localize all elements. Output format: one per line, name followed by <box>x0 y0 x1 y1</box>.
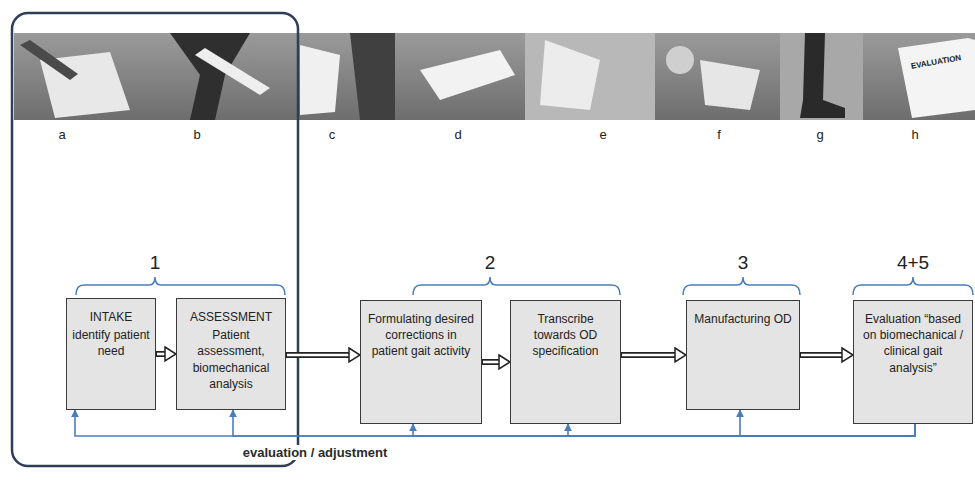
photo-detail <box>420 50 515 100</box>
photo <box>153 33 282 120</box>
photo-detail <box>350 33 395 120</box>
photo <box>282 33 402 120</box>
photo-detail <box>300 45 340 115</box>
flow-arrow <box>621 348 686 362</box>
edge-label: evaluation / adjustment <box>240 445 390 460</box>
arrow-shaft-inner <box>287 354 353 357</box>
arrowhead <box>165 347 176 361</box>
process-box: Evaluation “based on biomechanical / cli… <box>853 300 973 424</box>
step-number: 2 <box>485 252 496 274</box>
bracket <box>413 277 620 295</box>
photo <box>525 33 655 120</box>
photo <box>14 33 153 120</box>
photo-detail <box>898 38 975 118</box>
bracket <box>853 277 973 295</box>
feedback-line <box>568 424 915 436</box>
arrowhead <box>499 355 510 369</box>
box-text: Patient assessment, biomechanical analys… <box>182 327 280 392</box>
feedback-line <box>75 410 915 436</box>
box-text: Manufacturing OD <box>692 311 794 327</box>
box-text: Formulating desired corrections in patie… <box>366 311 476 360</box>
box-text: identify patient need <box>72 327 150 359</box>
feedback-line <box>413 424 915 436</box>
step-number: 4+5 <box>897 252 929 274</box>
photo-detail <box>195 48 270 95</box>
panel-letter: g <box>816 127 823 142</box>
process-box: Formulating desired corrections in patie… <box>360 300 482 424</box>
bracket <box>683 277 800 295</box>
feedback-arrow <box>568 424 915 436</box>
box-text: Transcribe towards OD specification <box>516 311 615 360</box>
photo-detail <box>700 60 760 110</box>
box-text: INTAKE <box>72 309 150 325</box>
flow-arrow <box>156 347 176 361</box>
process-box: Transcribe towards OD specification <box>510 300 621 424</box>
photo-detail <box>540 40 600 110</box>
arrow-shaft-inner <box>801 354 846 357</box>
box-text: ASSESSMENT <box>182 309 280 325</box>
arrowhead <box>349 348 360 362</box>
panel-letter: c <box>329 127 336 142</box>
panel-letter: d <box>454 127 461 142</box>
photo-strip <box>14 33 975 120</box>
step-number: 3 <box>738 252 749 274</box>
flow-arrow <box>482 355 510 369</box>
feedback-arrow <box>413 424 915 436</box>
process-box: ASSESSMENT Patient assessment, biomechani… <box>176 298 286 410</box>
photo-detail <box>20 40 78 80</box>
group-frame <box>12 13 298 466</box>
panel-letter: e <box>599 127 606 142</box>
process-box: INTAKE identify patient need <box>66 298 156 410</box>
arrow-shaft-inner <box>622 354 679 357</box>
process-box: Manufacturing OD <box>686 300 800 410</box>
panel-letter: b <box>193 127 200 142</box>
panel-letter: a <box>58 127 65 142</box>
step-number: 1 <box>150 252 161 274</box>
photo-detail <box>800 33 845 118</box>
panel-letter: f <box>717 127 721 142</box>
photo <box>863 33 975 120</box>
photo <box>655 33 780 120</box>
panel-letter: h <box>911 127 918 142</box>
arrowhead <box>675 348 686 362</box>
flow-arrow <box>286 348 360 362</box>
bracket <box>76 277 285 295</box>
brackets <box>76 277 973 295</box>
arrowhead <box>842 348 853 362</box>
box-text: Evaluation “based on biomechanical / cli… <box>859 311 967 376</box>
flow-arrow <box>800 348 853 362</box>
feedback-arrow <box>75 410 915 436</box>
photo-detail <box>666 46 694 74</box>
photo <box>780 33 863 120</box>
photo <box>402 33 525 120</box>
